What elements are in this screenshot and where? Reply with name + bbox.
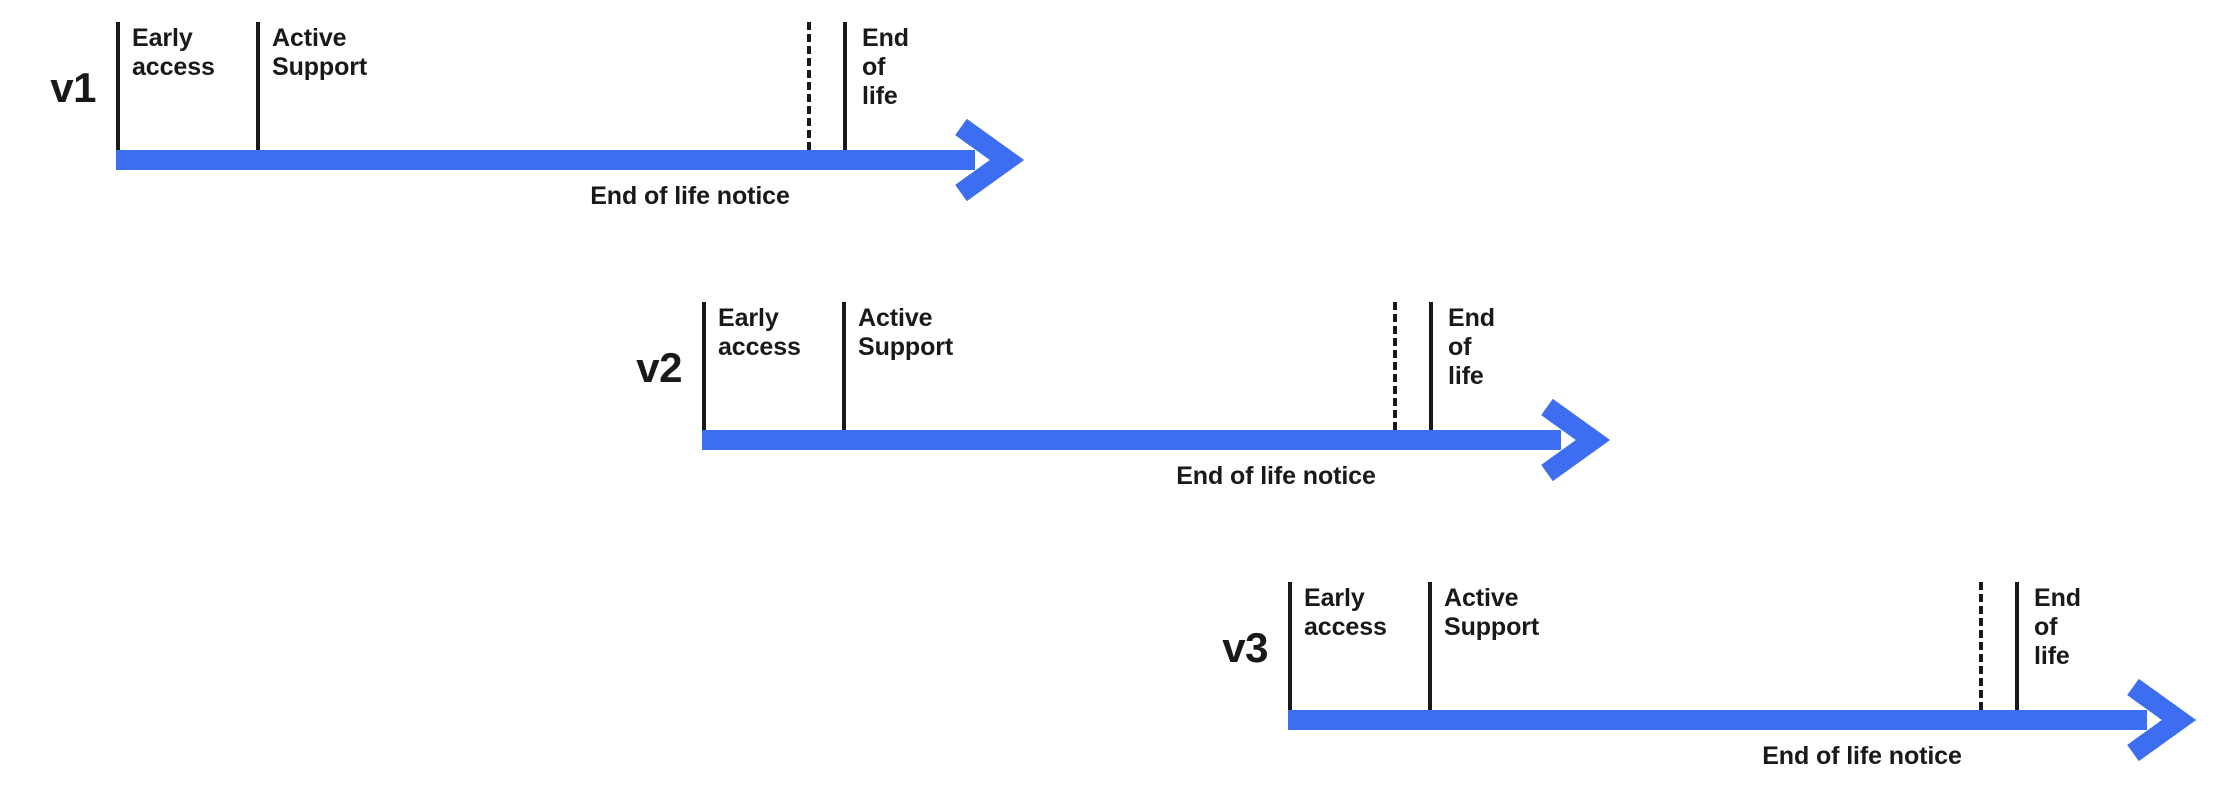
- timeline-bar-v1: [116, 150, 975, 170]
- phase-divider-v2-2: [842, 302, 846, 430]
- timeline-arrow-head-v3: [2125, 678, 2197, 762]
- eol-notice-label-v3: End of life notice: [1762, 742, 1962, 770]
- eol-notice-dashed-divider-v1: [807, 22, 811, 150]
- phase-label-v3-1: Early access: [1304, 584, 1387, 641]
- phase-label-v2-3: End of life: [1448, 304, 1495, 390]
- version-label-v3: v3: [1222, 624, 1268, 671]
- phase-label-v3-3: End of life: [2034, 584, 2081, 670]
- eol-notice-label-v2: End of life notice: [1176, 462, 1376, 490]
- phase-divider-v2-1: [702, 302, 706, 430]
- eol-divider-v3: [2015, 582, 2019, 710]
- phase-label-v3-2: Active Support: [1444, 584, 1540, 641]
- phase-divider-v3-1: [1288, 582, 1292, 710]
- version-label-v1: v1: [50, 64, 96, 111]
- phase-divider-v1-1: [116, 22, 120, 150]
- eol-divider-v2: [1429, 302, 1433, 430]
- timeline-arrow-head-v2: [1539, 398, 1611, 482]
- eol-divider-v1: [843, 22, 847, 150]
- phase-label-v2-2: Active Support: [858, 304, 954, 361]
- eol-notice-dashed-divider-v3: [1979, 582, 1983, 710]
- phase-label-v1-2: Active Support: [272, 24, 368, 81]
- timeline-bar-v2: [702, 430, 1561, 450]
- timeline-arrow-head-v1: [953, 118, 1025, 202]
- version-label-v2: v2: [636, 344, 682, 391]
- eol-notice-label-v1: End of life notice: [590, 182, 790, 210]
- phase-label-v1-1: Early access: [132, 24, 215, 81]
- phase-divider-v3-2: [1428, 582, 1432, 710]
- phase-divider-v1-2: [256, 22, 260, 150]
- phase-label-v2-1: Early access: [718, 304, 801, 361]
- phase-label-v1-3: End of life: [862, 24, 909, 110]
- eol-notice-dashed-divider-v2: [1393, 302, 1397, 430]
- timeline-bar-v3: [1288, 710, 2147, 730]
